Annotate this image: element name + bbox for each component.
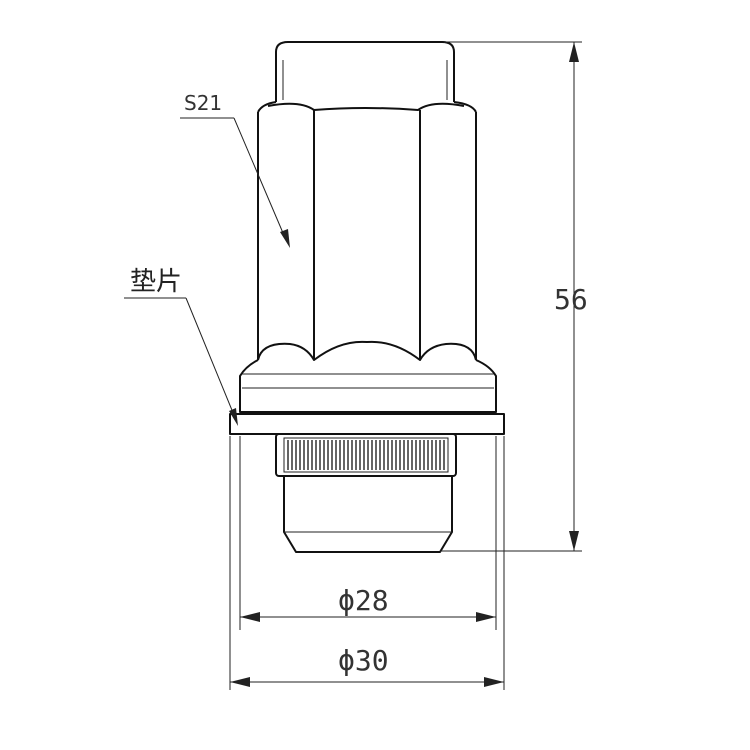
nut-top-cap [275,41,455,102]
height-dimension: 56 [440,41,588,552]
washer [229,413,505,435]
inner-diameter-dimension: ϕ28 [239,436,497,630]
flange-collar [239,359,497,413]
hex-size-callout: S21 [180,91,290,248]
nut-shank [283,476,453,553]
knurled-ring [275,433,457,477]
outer-diameter-dimension: ϕ30 [229,436,505,690]
height-value: 56 [554,283,588,316]
washer-label: 垫片 [130,267,182,297]
outer-diameter-value: ϕ30 [338,644,389,677]
hex-size-label: S21 [184,91,222,115]
inner-diameter-value: ϕ28 [338,584,389,617]
knurl-lines [287,440,445,470]
hex-body [257,101,477,361]
washer-callout: 垫片 [124,267,238,426]
